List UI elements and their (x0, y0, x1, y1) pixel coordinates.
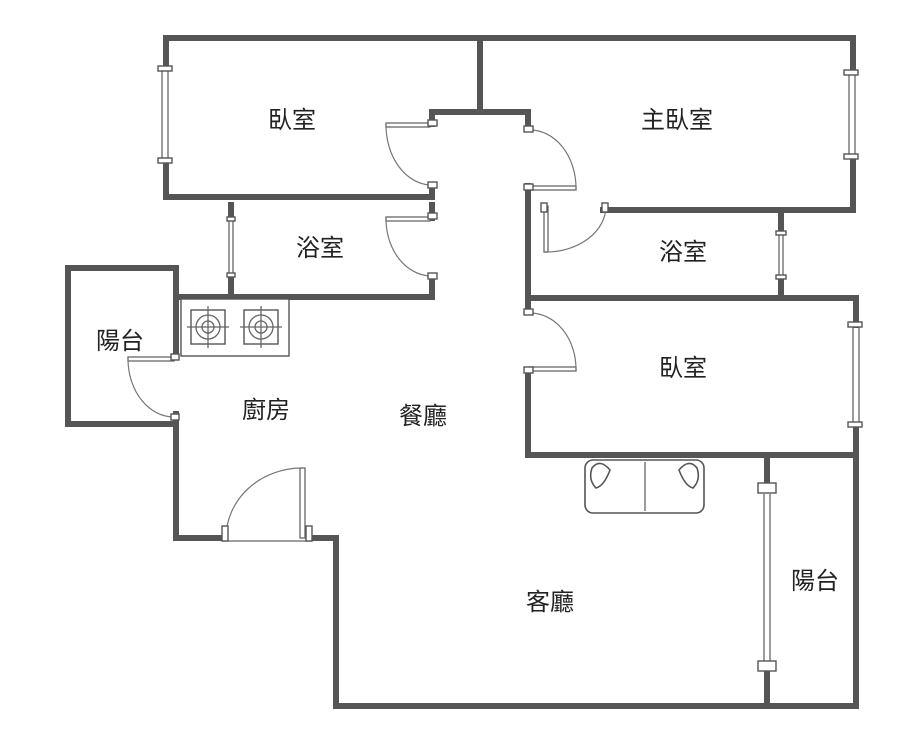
wall-living-left (309, 452, 859, 709)
windows (157, 65, 863, 672)
door-icon (523, 308, 577, 374)
room-label-bedroom: 臥室 (268, 106, 316, 134)
wall-kitchen-left (173, 421, 225, 541)
room-label-balcony: 陽台 (791, 567, 839, 595)
room-label-kitchen: 廚房 (242, 396, 290, 424)
window-icon (157, 65, 173, 164)
walls (65, 35, 859, 709)
door-icon (127, 353, 180, 421)
room-label-dining: 餐廳 (399, 402, 447, 430)
wall-bedroom-divider (429, 35, 483, 127)
door-icon (523, 125, 577, 191)
window-icon (847, 321, 863, 428)
doors (127, 119, 609, 542)
room-label-master-bedroom: 主臥室 (641, 106, 713, 134)
window-icon (757, 482, 777, 672)
room-label-living-room: 客廳 (526, 588, 574, 616)
room-label-bedroom: 臥室 (659, 354, 707, 382)
window-icon (775, 230, 787, 280)
room-label-bathroom: 浴室 (659, 238, 707, 266)
room-label-bathroom: 浴室 (296, 234, 344, 262)
sofa-icon (584, 459, 705, 514)
door-icon (385, 212, 438, 280)
door-icon (540, 202, 609, 253)
window-icon (226, 216, 236, 278)
stove-icon (180, 298, 290, 357)
door-icon (221, 467, 313, 542)
wall-master-left (477, 109, 531, 131)
room-label-balcony: 陽台 (96, 327, 144, 355)
window-icon (843, 69, 859, 160)
door-icon (385, 119, 438, 189)
